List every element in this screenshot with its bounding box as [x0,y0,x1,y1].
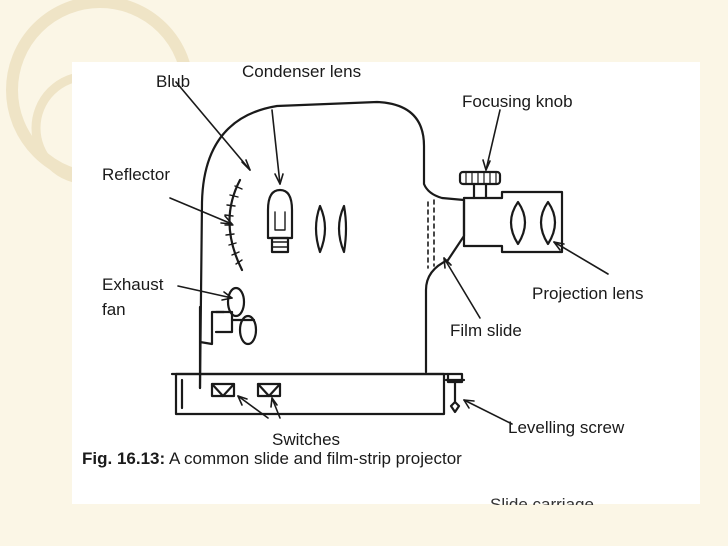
projector-body [198,100,466,390]
bulb [266,188,294,240]
projection-lens-1 [509,200,527,246]
leader-lines [169,81,609,425]
condenser-lens-1 [314,204,327,254]
reflector-ticks [224,185,243,265]
bulb-base [270,236,290,254]
label-projection-lens: Projection lens [532,284,644,303]
figure-caption-text: A common slide and film-strip projector [168,449,462,468]
focusing-knob [458,170,502,186]
fan-hub [214,310,234,334]
switch-2-toggle [256,382,282,398]
label-blub: Blub [156,72,191,91]
label-switches: Switches [272,430,341,449]
label-levelling-screw: Levelling screw [508,418,625,437]
projection-tube [462,190,564,254]
projector-base [174,372,446,416]
switch-2 [256,382,282,398]
figure-number: Fig. 16.13: [82,449,166,468]
projector-diagram: Blub Condenser lens Focusing knob Reflec… [72,62,700,504]
focusing-knob-stem [472,182,488,200]
switch-1 [210,382,236,398]
projection-lens-2 [539,200,557,246]
focusing-knob-grip [465,171,497,185]
projector-drawing [169,81,609,425]
film-slide [427,199,435,269]
label-slide-carriage: Slide carriage [490,497,594,505]
label-focusing-knob: Focusing knob [462,92,573,111]
label-reflector: Reflector [102,165,171,184]
fan-blade-1 [226,286,246,318]
fan-blade-2 [238,314,258,346]
label-condenser-lens: Condenser lens [242,62,362,81]
body-left-detail [198,305,226,390]
switch-1-toggle [210,382,236,398]
levelling-screw-head [446,372,464,384]
levelling-screw [444,378,466,414]
figure-caption: Fig. 16.13: A common slide and film-stri… [82,449,462,469]
label-exhaust-fan: Exhaust fan [102,275,164,319]
condenser-lens-2 [337,204,348,254]
label-slide-carriage-cropped: Slide carriage [490,497,670,505]
label-film-slide: Film slide [450,321,522,340]
bulb-filament [271,211,289,248]
